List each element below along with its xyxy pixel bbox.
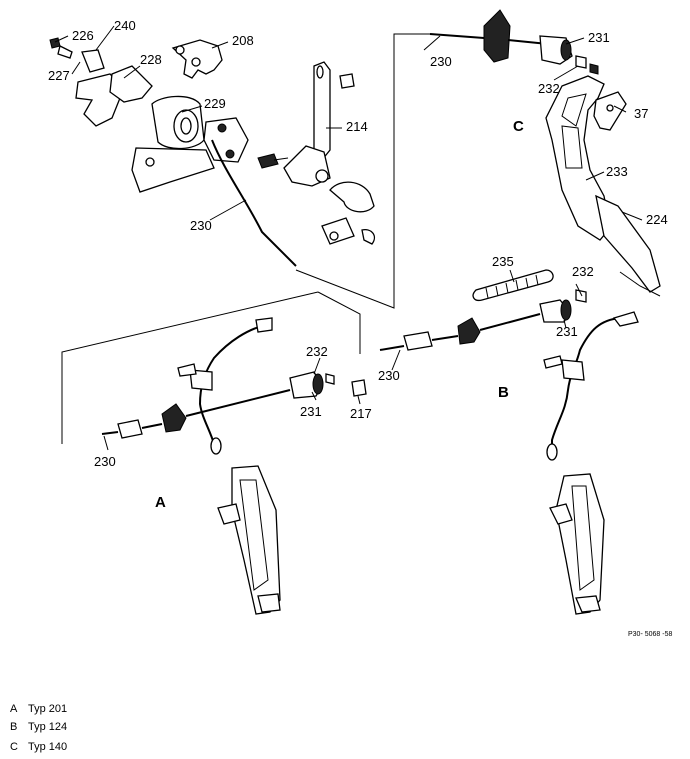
callout-230-a: 230 bbox=[94, 454, 116, 469]
callout-230-top: 230 bbox=[190, 218, 212, 233]
legend-row-c: C Typ 140 bbox=[10, 738, 67, 756]
legend-key: A bbox=[10, 703, 18, 715]
callout-208: 208 bbox=[232, 33, 254, 48]
callout-231-c: 231 bbox=[588, 30, 610, 45]
callout-224: 224 bbox=[646, 212, 668, 227]
section-label-b: B bbox=[498, 384, 509, 401]
lever-214 bbox=[283, 61, 376, 245]
section-a-assembly bbox=[101, 317, 367, 615]
callout-37: 37 bbox=[634, 106, 648, 121]
callout-240: 240 bbox=[114, 18, 136, 33]
callout-227: 227 bbox=[48, 68, 70, 83]
section-label-a: A bbox=[155, 494, 166, 511]
legend-row-b: B Typ 124 bbox=[10, 718, 67, 736]
callout-labels: 226 240 227 228 229 208 214 230 230 231 … bbox=[48, 18, 668, 469]
legend-row-a: A Typ 201 bbox=[10, 700, 67, 718]
callout-231-b: 231 bbox=[556, 324, 578, 339]
callout-232-c: 232 bbox=[538, 81, 560, 96]
callout-228: 228 bbox=[140, 52, 162, 67]
callout-226: 226 bbox=[72, 28, 94, 43]
section-b-assembly bbox=[379, 269, 639, 615]
section-c-assembly bbox=[423, 9, 661, 297]
legend-label: Typ 140 bbox=[28, 741, 68, 753]
callout-214: 214 bbox=[346, 119, 368, 134]
break-lines bbox=[61, 33, 430, 444]
section-label-c: C bbox=[513, 118, 524, 135]
callout-217: 217 bbox=[350, 406, 372, 421]
section-letters: C B A bbox=[155, 118, 524, 511]
drawing-reference: P30- 5068 -58 bbox=[628, 631, 672, 638]
parts-diagram: 226 240 227 228 229 208 214 230 230 231 … bbox=[48, 9, 672, 638]
callout-230-b: 230 bbox=[378, 368, 400, 383]
callout-231-a: 231 bbox=[300, 404, 322, 419]
legend-key: C bbox=[10, 741, 18, 753]
callout-232-b: 232 bbox=[572, 264, 594, 279]
legend-label: Typ 124 bbox=[28, 721, 68, 733]
legend-label: Typ 201 bbox=[28, 703, 68, 715]
callout-229: 229 bbox=[204, 96, 226, 111]
legend: A Typ 201 B Typ 124 C Typ 140 bbox=[10, 700, 67, 756]
callout-230-c: 230 bbox=[430, 54, 452, 69]
legend-key: B bbox=[10, 721, 18, 733]
throttle-assembly-top-left bbox=[49, 25, 297, 267]
callout-235: 235 bbox=[492, 254, 514, 269]
callout-233: 233 bbox=[606, 164, 628, 179]
callout-232-a: 232 bbox=[306, 344, 328, 359]
